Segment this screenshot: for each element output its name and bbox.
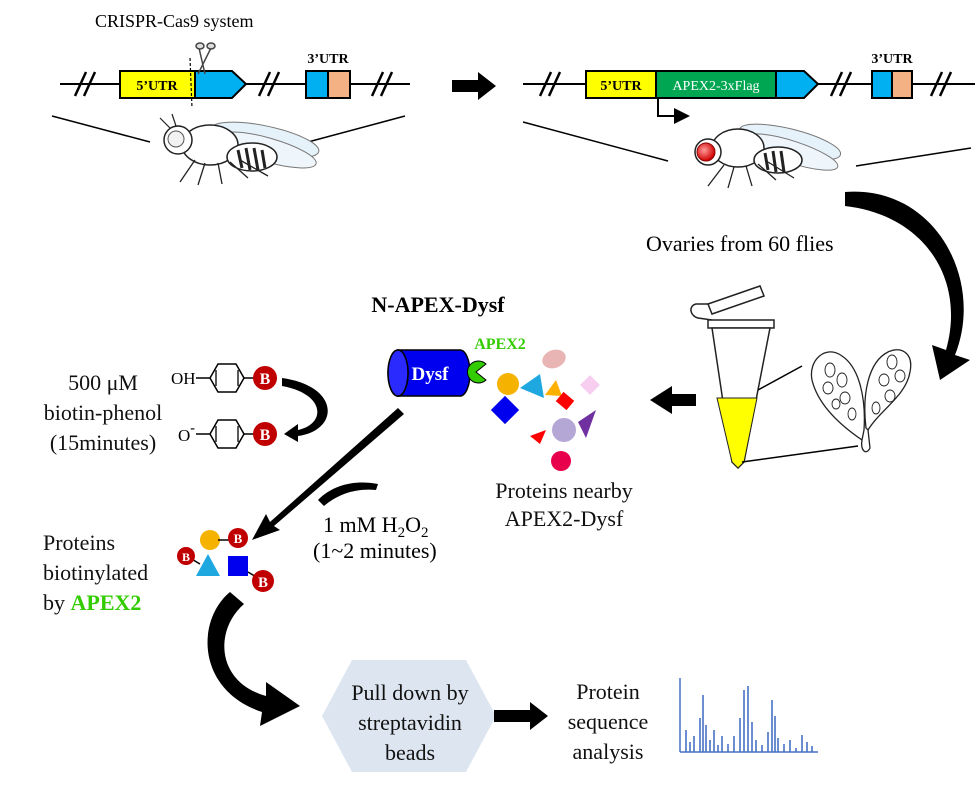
phenoxyl-radical-structure — [196, 419, 277, 449]
pulldown-label: Pull down by streptavidin beads — [330, 678, 490, 768]
apex2-tag-label: APEX2-3xFlag — [672, 79, 759, 94]
nearby-line-1: Proteins nearby — [495, 478, 633, 503]
scissors-icon — [195, 42, 216, 75]
exon-arrow-knockin — [775, 70, 820, 99]
wildtype-gene-locus — [60, 42, 410, 109]
pulldown-hexagon — [322, 660, 496, 772]
biotin-label-3: B — [234, 531, 243, 546]
analysis-label: Protein sequence analysis — [548, 677, 668, 767]
biotin-phenol-label: 500 μM biotin-phenol (15minutes) — [28, 370, 178, 456]
nearby-proteins-label: Proteins nearby APEX2-Dysf — [468, 478, 660, 532]
biotinylated-line-1: Proteins — [43, 530, 116, 555]
biotin-phenol-structure — [196, 363, 277, 393]
h2o2-time-label: (1~2 minutes) — [313, 538, 437, 563]
analysis-line-1: Protein — [576, 679, 640, 704]
fly-wildtype-icon — [159, 113, 320, 186]
apex2-highlight: APEX2 — [70, 590, 142, 615]
biotin-label-5: B — [258, 575, 268, 591]
o-minus-label: O- — [178, 421, 195, 445]
h2o2-curve-arrow — [318, 482, 378, 506]
apex2-label: APEX2 — [474, 336, 526, 353]
utr3-box — [327, 70, 351, 99]
utr5-box — [119, 70, 196, 99]
curved-arrow-to-tube — [845, 191, 970, 380]
biotin-label-1: B — [260, 371, 271, 388]
exon-arrow — [194, 70, 248, 99]
curved-arrow-to-pulldown — [207, 592, 300, 726]
biotin-phenol-name: biotin-phenol — [43, 400, 163, 425]
biotinylated-line-3: by APEX2 — [43, 590, 183, 616]
biotin-label-2: B — [260, 427, 271, 444]
dysf-protein — [387, 349, 471, 397]
nearby-proteins-cluster — [490, 349, 600, 471]
dysf-label: Dysf — [412, 364, 450, 385]
biotin-phenol-concentration: 500 μM — [68, 370, 138, 395]
left-arrow-icon — [650, 386, 696, 414]
crispr-title: CRISPR-Cas9 system — [95, 11, 254, 31]
apex2-pacman — [467, 360, 487, 384]
analysis-line-3: analysis — [572, 739, 644, 764]
biotinylated-label: Proteins biotinylated by APEX2 — [43, 530, 183, 616]
biotin-phenol-time: (15minutes) — [49, 430, 157, 455]
right-arrow-icon — [494, 702, 548, 730]
diagonal-arrow — [252, 408, 404, 540]
pulldown-line-1: Pull down by — [351, 680, 469, 705]
biotin-label-4: B — [182, 550, 190, 564]
utr3-label-knockin: 3’UTR — [871, 52, 913, 67]
ovary-pair-icon — [810, 349, 912, 453]
break-mark — [73, 71, 394, 97]
by-prefix: by — [43, 590, 71, 615]
mass-spectrum-chart — [679, 678, 818, 753]
analysis-line-2: sequence — [567, 709, 649, 734]
pulldown-line-2: streptavidin — [358, 710, 462, 735]
fly-knockin-icon — [694, 123, 842, 189]
transition-arrow — [452, 72, 496, 100]
oh-label: OH — [171, 369, 196, 388]
pulldown-line-3: beads — [384, 740, 436, 765]
curved-reaction-arrow — [282, 378, 328, 442]
promoter-arrow-icon — [657, 98, 690, 124]
microcentrifuge-tube-icon — [690, 285, 775, 470]
nearby-line-2: APEX2-Dysf — [504, 506, 624, 531]
construct-title: N-APEX-Dysf — [371, 292, 505, 317]
utr3-label: 3’UTR — [307, 52, 349, 67]
h2o2-label: 1 mM H2O2 — [323, 512, 428, 541]
utr5-label: 5’UTR — [136, 79, 178, 94]
biotinylated-proteins-cluster — [177, 528, 274, 592]
knockin-gene-locus — [523, 70, 975, 124]
ovaries-label: Ovaries from 60 flies — [646, 231, 834, 256]
biotinylated-line-2: biotinylated — [43, 560, 149, 585]
utr5-label-knockin: 5’UTR — [600, 79, 642, 94]
exon-box — [305, 70, 329, 99]
